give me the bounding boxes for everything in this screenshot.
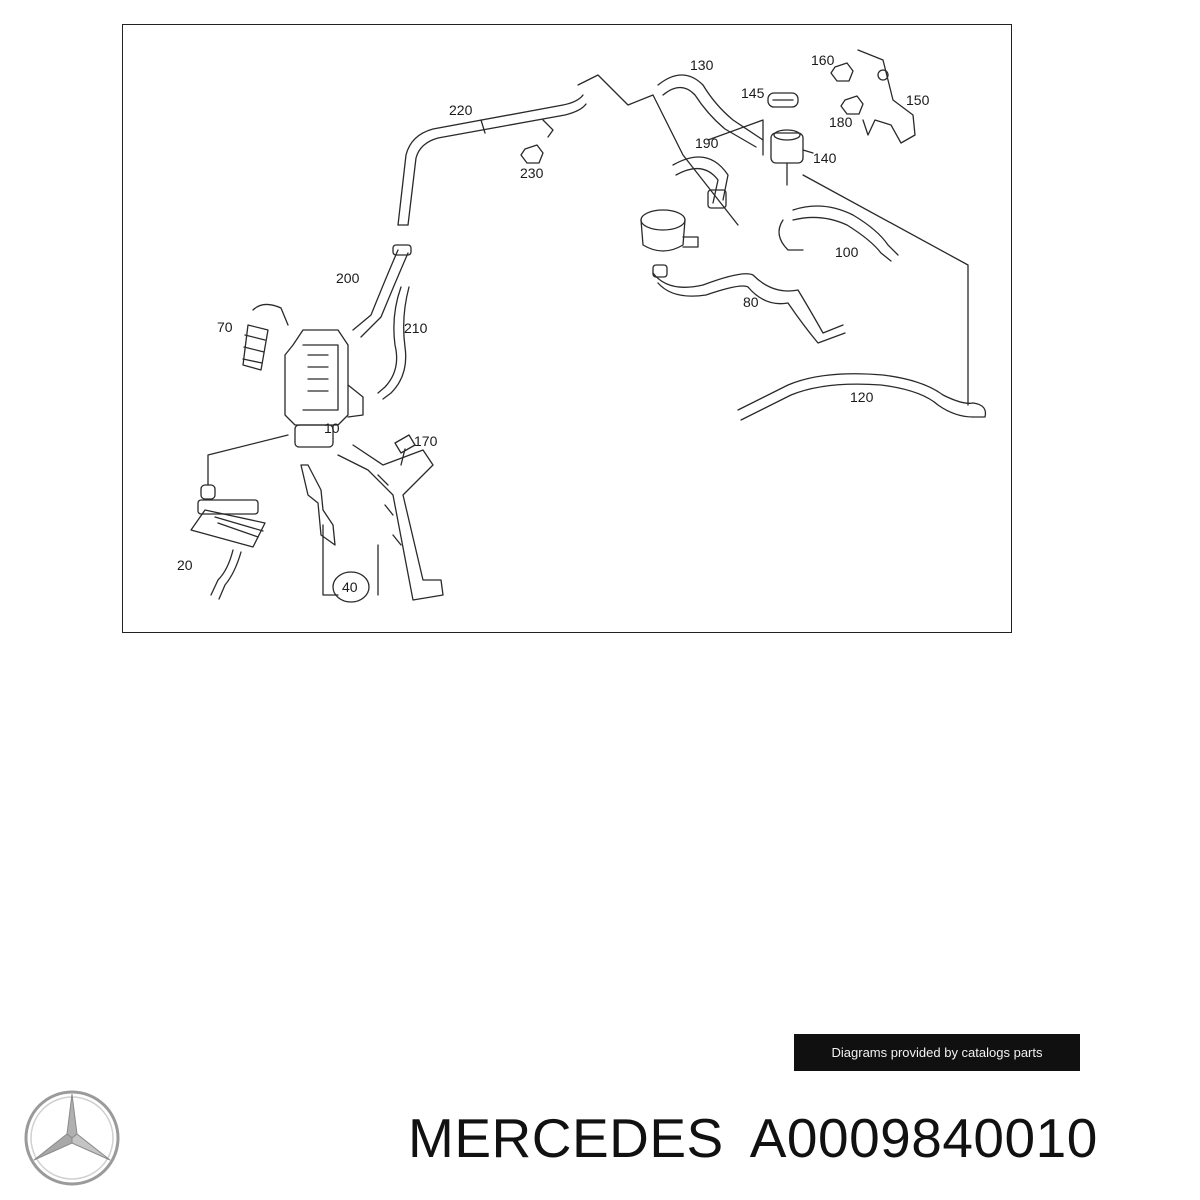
hose-200 — [352, 244, 412, 338]
callout-100: 100 — [835, 244, 859, 260]
callout-80: 80 — [743, 294, 759, 310]
valve-140 — [770, 129, 814, 186]
muffler-20 — [190, 484, 266, 600]
callout-20: 20 — [177, 557, 193, 573]
leader-line — [577, 74, 739, 226]
nut-160 — [830, 62, 854, 82]
mercedes-star-logo — [24, 1090, 120, 1186]
callout-160: 160 — [811, 52, 835, 68]
leader-line — [322, 524, 339, 596]
callout-230: 230 — [520, 165, 544, 181]
pipe-220 — [397, 94, 587, 226]
callout-70: 70 — [217, 319, 233, 335]
callout-140: 140 — [813, 150, 837, 166]
hose-70 — [242, 303, 289, 371]
leader-line — [802, 174, 969, 406]
hose-100 — [778, 205, 899, 262]
hose-190 — [672, 156, 729, 209]
hose-80 — [652, 264, 846, 344]
part-number: A0009840010 — [749, 1107, 1098, 1169]
callout-190: 190 — [695, 135, 719, 151]
blank-area — [122, 633, 1072, 1073]
hose-210 — [377, 286, 410, 400]
callout-circle-40 — [332, 571, 370, 603]
heater-10 — [284, 329, 364, 448]
nut-180 — [840, 95, 864, 115]
footer-title: MERCEDES A0009840010 — [408, 1103, 1098, 1173]
screw-170 — [394, 434, 416, 466]
bracket-150 — [857, 49, 916, 144]
callout-145: 145 — [741, 85, 765, 101]
callout-10: 10 — [324, 420, 340, 436]
nut-230 — [520, 144, 544, 164]
parts-diagram: 10 20 40 70 80 100 120 130 140 145 150 1… — [177, 49, 987, 603]
leader-line — [707, 119, 764, 156]
parts-diagram-frame: 10 20 40 70 80 100 120 130 140 145 150 1… — [122, 24, 1012, 633]
bracket-40 — [300, 444, 444, 601]
callout-170: 170 — [414, 433, 438, 449]
callout-210: 210 — [404, 320, 428, 336]
hose-130 — [657, 74, 764, 148]
callout-40: 40 — [342, 579, 358, 595]
callout-220: 220 — [449, 102, 473, 118]
callout-180: 180 — [829, 114, 853, 130]
leader-line — [207, 434, 289, 486]
callout-150: 150 — [906, 92, 930, 108]
callout-120: 120 — [850, 389, 874, 405]
pump-unit — [640, 209, 699, 252]
brand-name: MERCEDES — [408, 1107, 724, 1169]
callout-200: 200 — [336, 270, 360, 286]
credit-banner: Diagrams provided by catalogs parts — [794, 1034, 1080, 1071]
callout-130: 130 — [690, 57, 714, 73]
clip-145 — [767, 92, 799, 108]
hose-120 — [737, 373, 987, 421]
